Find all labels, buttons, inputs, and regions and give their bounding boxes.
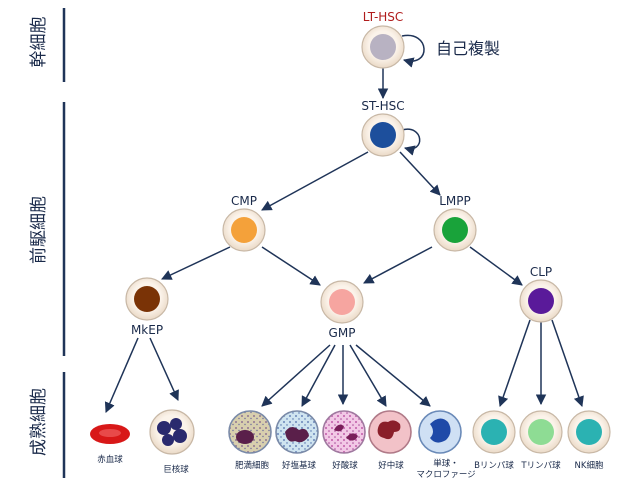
label-gmp: GMP [329, 326, 356, 340]
label-lt-hsc: LT-HSC [363, 10, 404, 24]
label-t-lymphocyte: Tリンパ球 [520, 460, 561, 471]
stage-label-mature: 成熟細胞 [28, 388, 49, 456]
stage-label-stem: 幹細胞 [28, 17, 49, 68]
edge-mkep-erythrocyte [104, 337, 139, 413]
label-cmp: CMP [231, 194, 257, 208]
self-renewal-loop-lthsc [401, 34, 425, 68]
label-erythrocyte: 赤血球 [97, 454, 123, 465]
cell-monocyte-macrophage [418, 410, 462, 454]
node-gmp [320, 280, 364, 324]
label-lmpp: LMPP [439, 194, 471, 208]
node-cmp [222, 208, 266, 252]
cell-basophil [275, 410, 319, 454]
edge-cmp-gmp [261, 246, 321, 286]
label-eosinophil: 好酸球 [332, 460, 358, 471]
label-st-hsc: ST-HSC [361, 99, 404, 113]
edge-sthsc-cmp [261, 151, 369, 211]
edge-lmpp-gmp [363, 246, 433, 284]
edge-lmpp-clp [469, 246, 523, 286]
node-st-hsc [361, 113, 405, 157]
label-mast-cell: 肥満細胞 [235, 460, 270, 471]
edge-gmp-mast [261, 344, 331, 407]
label-monocyte-line1: 単球・ [433, 458, 459, 469]
cell-neutrophil [368, 410, 412, 454]
edge-gmp-monocyte [355, 344, 431, 407]
label-mkep: MkEP [131, 323, 163, 337]
edge-clp-nkcell [551, 319, 584, 407]
edge-cmp-mkep [161, 246, 231, 280]
label-self-renewal: 自己複製 [436, 39, 500, 58]
label-clp: CLP [530, 265, 552, 279]
node-lt-hsc [361, 25, 405, 69]
edge-gmp-basophil [301, 344, 336, 407]
cell-t-lymphocyte [519, 410, 563, 454]
self-renewal-loop-sthsc [401, 128, 421, 156]
stage-label-progenitor: 前駆細胞 [29, 196, 49, 264]
edge-clp-bcell [498, 319, 531, 407]
label-monocyte-line2: マクロファージ [416, 470, 475, 480]
label-nk-cell: NK細胞 [575, 460, 604, 471]
cell-mast [228, 410, 272, 454]
edges [104, 68, 584, 413]
node-mkep [125, 277, 169, 321]
cell-eosinophil [322, 410, 366, 454]
edge-gmp-neutrophil [349, 344, 387, 407]
label-b-lymphocyte: Bリンパ球 [474, 460, 514, 471]
cell-megakaryocyte [149, 409, 195, 455]
cell-erythrocyte [90, 424, 130, 444]
label-basophil: 好塩基球 [282, 460, 317, 471]
node-clp [519, 279, 563, 323]
node-lmpp [433, 208, 477, 252]
cell-nk [567, 410, 611, 454]
edge-mkep-megakaryocyte [149, 337, 179, 401]
label-neutrophil: 好中球 [378, 460, 404, 471]
label-megakaryocyte: 巨核球 [163, 464, 189, 475]
edge-sthsc-lmpp [399, 151, 441, 196]
cell-b-lymphocyte [472, 410, 516, 454]
